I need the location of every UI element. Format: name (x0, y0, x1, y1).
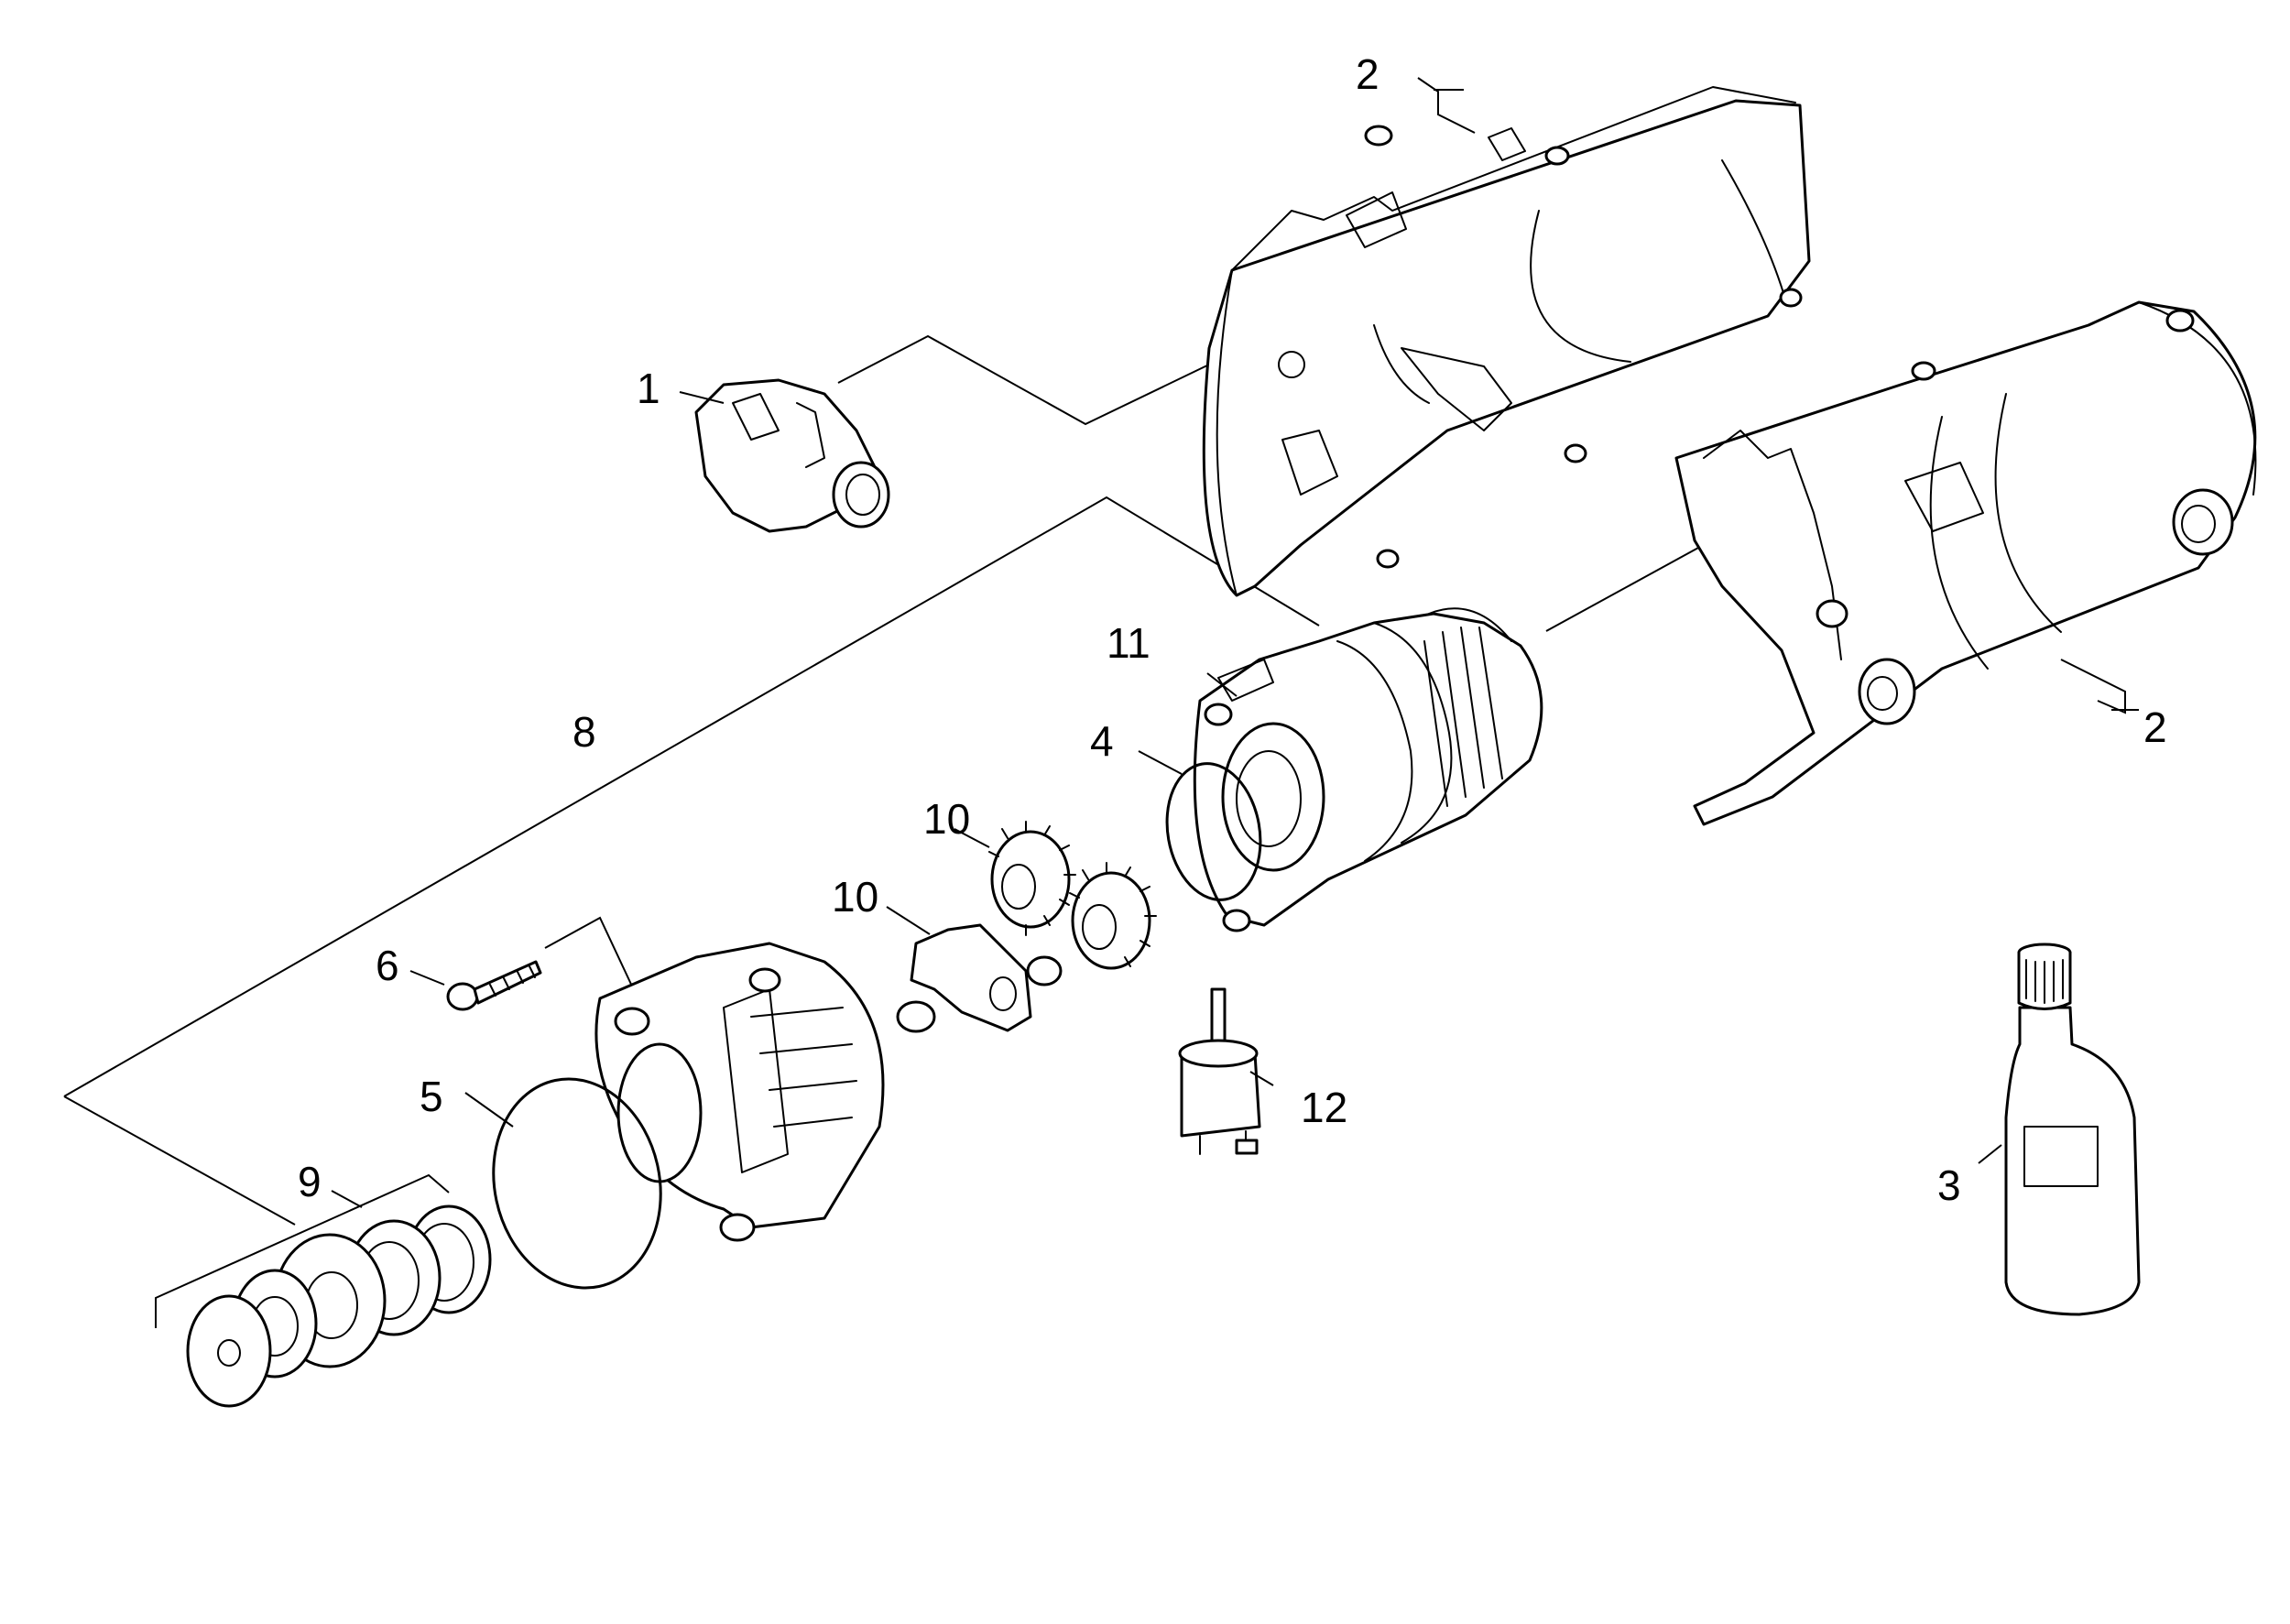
callout-1: 1 (637, 365, 660, 412)
pressure-switch-1 (694, 378, 890, 533)
callout-9: 9 (298, 1158, 322, 1205)
gear-lower (1069, 862, 1157, 970)
callout-5: 5 (420, 1073, 443, 1120)
callout-11: 11 (1107, 619, 1150, 667)
gasket-ring-5 (492, 1077, 662, 1290)
callout-leaders (331, 77, 2139, 1208)
callout-3: 3 (1937, 1161, 1961, 1209)
callout-12: 12 (1301, 1084, 1347, 1131)
pump-head (594, 942, 885, 1242)
callout-4: 4 (1090, 717, 1114, 765)
callout-2-lower: 2 (2143, 703, 2167, 751)
callout-6: 6 (376, 942, 399, 989)
callout-10-lower: 10 (832, 873, 878, 921)
o-ring-4 (1165, 762, 1262, 901)
eccentric-shaft (896, 923, 1063, 1033)
upper-housing-half (1202, 86, 1811, 597)
motor-stator-assembly (1193, 607, 1543, 932)
switch-12 (1178, 987, 1261, 1155)
callout-8: 8 (572, 708, 596, 756)
oil-bottle-3 (2004, 943, 2141, 1316)
callout-10-upper: 10 (923, 795, 970, 843)
callout-labels: 1 2 2 3 4 5 6 8 9 10 10 11 12 (298, 50, 2167, 1209)
callout-2-upper: 2 (1356, 50, 1379, 98)
bearing-set-9 (186, 1204, 492, 1408)
screw-6 (446, 960, 542, 1011)
gear-upper (988, 821, 1076, 936)
lower-housing-half (1674, 300, 2257, 826)
